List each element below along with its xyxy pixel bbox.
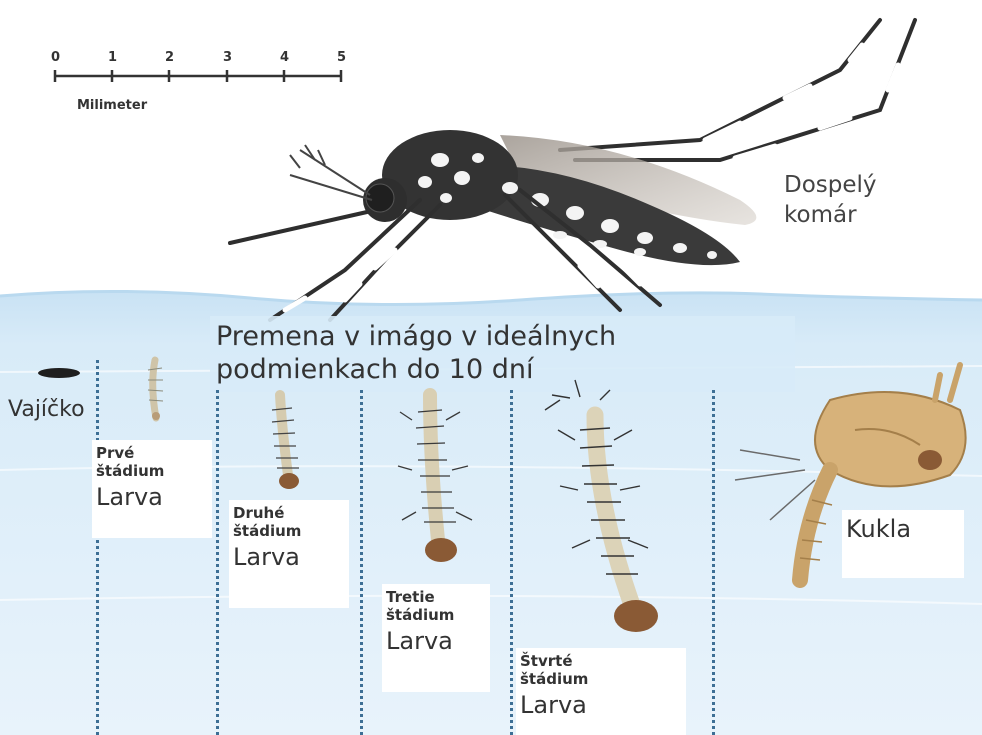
fourth-stage-order: Štvrté [520, 652, 573, 670]
first-stage-box: Prvé štádium Larva [92, 440, 212, 538]
separator-2 [216, 390, 219, 735]
first-stage-name: Larva [96, 484, 163, 510]
separator-3 [360, 390, 363, 735]
banner-line1: Premena v imágo v ideálnych [216, 320, 616, 353]
third-stage-word: štádium [386, 606, 454, 624]
egg-shape [38, 368, 80, 378]
scale-unit-label: Milimeter [77, 98, 147, 113]
first-stage-word: štádium [96, 462, 164, 480]
egg-label: Vajíčko [8, 397, 85, 422]
scale-tick-labels: 0 1 2 3 4 5 [46, 50, 356, 70]
fourth-stage-box: Štvrté štádium Larva [516, 648, 686, 735]
third-stage-box: Tretie štádium Larva [382, 584, 490, 692]
second-stage-order: Druhé [233, 504, 284, 522]
second-stage-name: Larva [233, 544, 300, 570]
fourth-stage-word: štádium [520, 670, 588, 688]
adult-label-line1: Dospelý [784, 170, 877, 200]
separator-1 [96, 360, 99, 735]
third-stage-order: Tretie [386, 588, 435, 606]
separator-4 [510, 390, 513, 735]
pupa-label: Kukla [846, 516, 911, 542]
fourth-stage-name: Larva [520, 692, 587, 718]
banner-line2: podmienkach do 10 dní [216, 353, 616, 386]
third-stage-name: Larva [386, 628, 453, 654]
scale-tick-4: 4 [280, 50, 289, 65]
first-stage-order: Prvé [96, 444, 134, 462]
pupa-box: Kukla [842, 510, 964, 578]
scale-tick-1: 1 [108, 50, 117, 65]
banner-text: Premena v imágo v ideálnych podmienkach … [216, 320, 616, 386]
scale-tick-2: 2 [165, 50, 174, 65]
mosquito-hind-legs [560, 20, 915, 160]
second-stage-word: štádium [233, 522, 301, 540]
scale-tick-3: 3 [223, 50, 232, 65]
scale-bar [55, 70, 342, 82]
scale-tick-0: 0 [51, 50, 60, 65]
scale-tick-5: 5 [337, 50, 346, 65]
separator-5 [712, 390, 715, 735]
adult-mosquito-label: Dospelý komár [784, 170, 877, 230]
second-stage-box: Druhé štádium Larva [229, 500, 349, 608]
adult-label-line2: komár [784, 200, 877, 230]
